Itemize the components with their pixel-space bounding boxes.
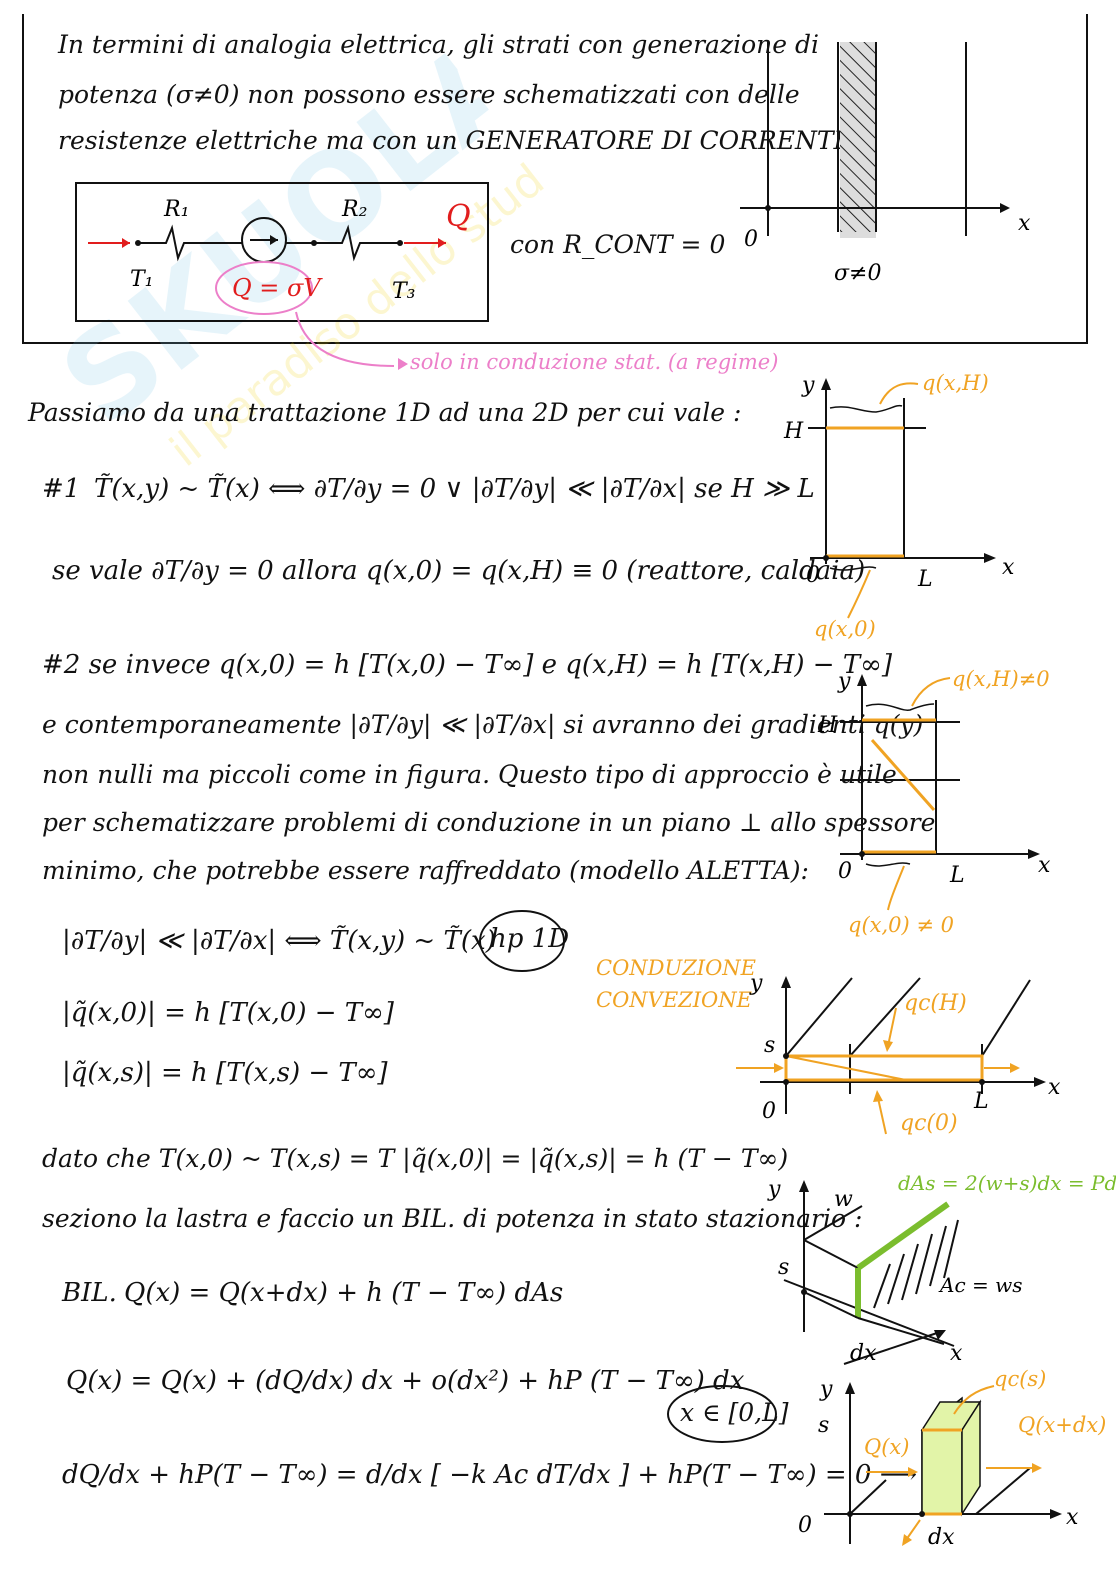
figure-fin-strip: y s 0 L x qc(H) qc(0)	[736, 971, 1061, 1136]
label-t3: T₃	[392, 279, 416, 304]
bil-equation: Q(x) = Q(x+dx) + h (T − T∞) dAs	[124, 1278, 564, 1308]
pink-arrow	[398, 358, 408, 370]
fig1-h: H	[783, 419, 804, 444]
label-conduzione: CONDUZIONE	[596, 956, 757, 980]
fig4-w: w	[834, 1187, 853, 1212]
hp-circle	[479, 910, 565, 972]
figure-slab-q-nonzero: y H 0 L x q(x,H)≠0 q(x,0) ≠ 0	[817, 667, 1051, 937]
slab-sigma: σ≠0	[834, 261, 881, 286]
domain-circle	[667, 1385, 777, 1443]
fig3-s: s	[764, 1033, 775, 1058]
fin-eq-1: |∂T/∂y| ≪ |∂T/∂x| ⟺ T̃(x,y) ~ T̃(x)	[62, 926, 496, 956]
figure-fin-balance: y s 0 x dx Q(x) Q(x+dx) qc(s)	[798, 1367, 1106, 1550]
hp-label: hp 1D	[490, 924, 570, 954]
circuit-diagram: R₁ R₂ T₁ T₃ Q Q = σV	[75, 182, 489, 367]
domain-label: x ∈ [0,L]	[680, 1398, 789, 1427]
fig1-y: y	[801, 373, 815, 398]
bil-label: BIL.	[62, 1278, 117, 1308]
fig2-q0: q(x,0) ≠ 0	[848, 913, 954, 937]
label-convezione: CONVEZIONE	[596, 988, 752, 1012]
rcont-label: con R_CONT = 0	[510, 230, 726, 259]
fig3-l: L	[973, 1089, 989, 1114]
intro-line-3: resistenze elettriche ma con un GENERATO…	[58, 126, 869, 155]
case1-label: #1	[42, 474, 81, 504]
fin-eq-2: |q̃(x,0)| = h [T(x,0) − T∞]	[62, 998, 394, 1028]
fig2-y: y	[837, 669, 851, 694]
fig5-dx: dx	[928, 1525, 955, 1550]
fig5-qs: qc(s)	[994, 1367, 1046, 1391]
fig2-origin: 0	[838, 859, 852, 884]
fig1-l: L	[917, 567, 933, 592]
fin-eq-3: |q̃(x,s)| = h [T(x,s) − T∞]	[62, 1058, 388, 1088]
slab-figure: 0 x σ≠0	[740, 42, 1031, 286]
fig5-s: s	[818, 1413, 829, 1438]
case2-line5: minimo, che potrebbe essere raffreddato …	[42, 856, 809, 885]
fig5-y: y	[819, 1377, 833, 1402]
cut-line: seziono la lastra e faccio un BIL. di po…	[42, 1204, 863, 1233]
intro-line-1: In termini di analogia elettrica, gli st…	[58, 30, 820, 59]
fig2-qh: q(x,H)≠0	[952, 667, 1050, 691]
case2-line4: per schematizzare problemi di conduzione…	[42, 808, 936, 837]
label-r1: R₁	[163, 197, 189, 222]
slab-x-label: x	[1018, 211, 1031, 236]
case2-line1: #2 se invece q(x,0) = h [T(x,0) − T∞] e …	[42, 650, 892, 680]
fig5-origin: 0	[798, 1513, 812, 1538]
fig3-qh: qc(H)	[904, 991, 967, 1016]
label-t1: T₁	[130, 267, 154, 292]
fig3-y: y	[749, 971, 763, 996]
intro-2d: Passiamo da una trattazione 1D ad una 2D…	[28, 398, 742, 427]
fig3-q0: qc(0)	[900, 1111, 958, 1136]
fig4-s: s	[778, 1255, 789, 1280]
fig3-origin: 0	[762, 1099, 776, 1124]
case2-line2: e contemporaneamente |∂T/∂y| ≪ |∂T/∂x| s…	[42, 710, 924, 739]
label-q-out: Q	[446, 199, 471, 234]
fig2-h: H	[817, 713, 838, 738]
fig5-qx: Q(x)	[864, 1435, 909, 1459]
case2-line3: non nulli ma piccoli come in figura. Que…	[42, 760, 897, 789]
label-generator: Q = σV	[232, 274, 323, 302]
given-line: dato che T(x,0) ~ T(x,s) = T |q̃(x,0)| =…	[42, 1144, 789, 1173]
fig4-das: dAs = 2(w+s)dx = Pdx	[898, 1171, 1116, 1195]
fig3-x: x	[1048, 1075, 1061, 1100]
fig1-origin: 0	[806, 563, 820, 588]
top-frame	[22, 14, 1088, 344]
fig4-x: x	[950, 1341, 963, 1366]
final-equation: dQ/dx + hP(T − T∞) = d/dx [ −k Ac dT/dx …	[62, 1460, 917, 1490]
fig4-dx: dx	[850, 1341, 877, 1366]
fig4-y: y	[767, 1177, 781, 1202]
fig2-x: x	[1038, 853, 1051, 878]
fig2-l: L	[949, 863, 965, 888]
label-r2: R₂	[341, 197, 367, 222]
fig5-x: x	[1066, 1505, 1079, 1530]
expand-equation: Q(x) = Q(x) + (dQ/dx) dx + o(dx²) + hP (…	[66, 1366, 745, 1396]
intro-line-2: potenza (σ≠0) non possono essere schemat…	[58, 80, 800, 109]
fig4-ac: Ac = ws	[938, 1273, 1023, 1297]
figure-fin-element: y w s dx x dAs = 2(w+s)dx = Pdx Ac = ws	[767, 1171, 1116, 1366]
fig1-x: x	[1002, 555, 1015, 580]
case1-line2: se vale ∂T/∂y = 0 allora q(x,0) = q(x,H)…	[52, 556, 866, 586]
case1-equation: T̃(x,y) ~ T̃(x) ⟺ ∂T/∂y = 0 ∨ |∂T/∂y| ≪ …	[94, 474, 815, 504]
figure-slab-q-zero: y H 0 L x q(x,H) q(x,0)	[783, 371, 1015, 641]
fig1-q0: q(x,0)	[814, 617, 876, 641]
fig1-qh: q(x,H)	[922, 371, 989, 395]
slab-origin: 0	[744, 227, 758, 252]
fig5-qxdx: Q(x+dx)	[1018, 1413, 1106, 1437]
pink-note: solo in conduzione stat. (a regime)	[410, 350, 779, 374]
